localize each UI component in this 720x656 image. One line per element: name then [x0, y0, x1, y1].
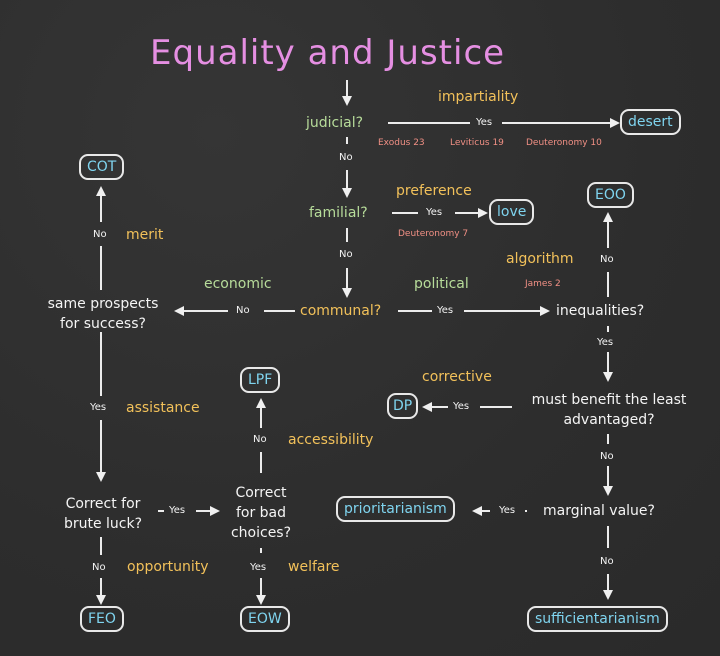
edge-familial-no: No [339, 249, 353, 260]
category-economic: economic [204, 276, 272, 292]
question-same-prospects-line1: same prospects [47, 296, 159, 312]
theme-impartiality: impartiality [438, 89, 519, 105]
edge-brute-luck-yes: Yes [169, 505, 186, 516]
edge-marginal-no: No [600, 556, 614, 567]
outcome-lpf[interactable]: LPF [240, 367, 281, 393]
theme-opportunity: opportunity [127, 559, 209, 575]
question-brute-luck-line1: Correct for [65, 496, 141, 512]
theme-assistance: assistance [126, 400, 200, 416]
theme-accessibility: accessibility [288, 432, 374, 448]
question-bad-choices-line1: Correct [235, 485, 287, 501]
outcome-desert[interactable]: desert [620, 109, 681, 135]
edge-inequalities-no: No [600, 254, 614, 265]
edge-bad-choices-no: No [253, 434, 267, 445]
diagram-title: Equality and Justice [150, 33, 506, 73]
outcome-feo[interactable]: FEO [80, 606, 124, 632]
edge-same-prospects-yes: Yes [90, 402, 107, 413]
edge-brute-luck-no: No [92, 562, 106, 573]
question-must-benefit-line1: must benefit the least [531, 392, 687, 408]
edge-must-benefit-yes: Yes [453, 401, 470, 412]
edge-familial-yes: Yes [426, 207, 443, 218]
reference-exodus: Exodus 23 [378, 138, 425, 148]
question-must-benefit-line2: advantaged? [563, 412, 655, 428]
question-same-prospects: same prospects for success? [40, 294, 166, 334]
theme-welfare: welfare [288, 559, 340, 575]
edge-judicial-yes: Yes [476, 117, 493, 128]
question-must-benefit: must benefit the least advantaged? [514, 390, 704, 430]
outcome-love[interactable]: love [489, 199, 535, 225]
question-bad-choices-line3: choices? [230, 525, 292, 541]
question-brute-luck-line2: brute luck? [63, 516, 143, 532]
theme-corrective: corrective [422, 369, 492, 385]
edge-bad-choices-yes: Yes [250, 562, 267, 573]
question-marginal-value: marginal value? [543, 503, 655, 519]
edge-communal-yes: Yes [437, 305, 454, 316]
outcome-eow[interactable]: EOW [240, 606, 290, 632]
theme-merit: merit [126, 227, 164, 243]
outcome-sufficientarianism[interactable]: sufficientarianism [527, 606, 668, 632]
question-bad-choices-line2: for bad [235, 505, 287, 521]
edge-communal-no: No [236, 305, 250, 316]
edge-marginal-yes: Yes [499, 505, 516, 516]
question-bad-choices: Correct for bad choices? [222, 483, 300, 543]
reference-deuteronomy-7: Deuteronomy 7 [398, 229, 469, 239]
question-familial: familial? [309, 205, 368, 221]
question-communal: communal? [300, 303, 382, 319]
question-same-prospects-line2: for success? [60, 316, 146, 332]
theme-preference: preference [396, 183, 472, 199]
edge-same-prospects-no: No [93, 229, 107, 240]
edge-inequalities-yes: Yes [597, 337, 614, 348]
question-inequalities: inequalities? [556, 303, 645, 319]
outcome-eoo[interactable]: EOO [587, 182, 634, 208]
category-political: political [414, 276, 469, 292]
edge-must-benefit-no: No [600, 451, 614, 462]
reference-james: James 2 [525, 279, 561, 289]
outcome-cot[interactable]: COT [79, 154, 125, 180]
outcome-dp[interactable]: DP [387, 393, 419, 419]
outcome-prioritarianism[interactable]: prioritarianism [336, 496, 455, 522]
reference-leviticus: Leviticus 19 [450, 138, 504, 148]
question-judicial: judicial? [306, 115, 364, 131]
edge-judicial-no: No [339, 152, 353, 163]
theme-algorithm: algorithm [506, 251, 574, 267]
reference-deuteronomy-10: Deuteronomy 10 [526, 138, 602, 148]
question-brute-luck: Correct for brute luck? [50, 494, 156, 534]
